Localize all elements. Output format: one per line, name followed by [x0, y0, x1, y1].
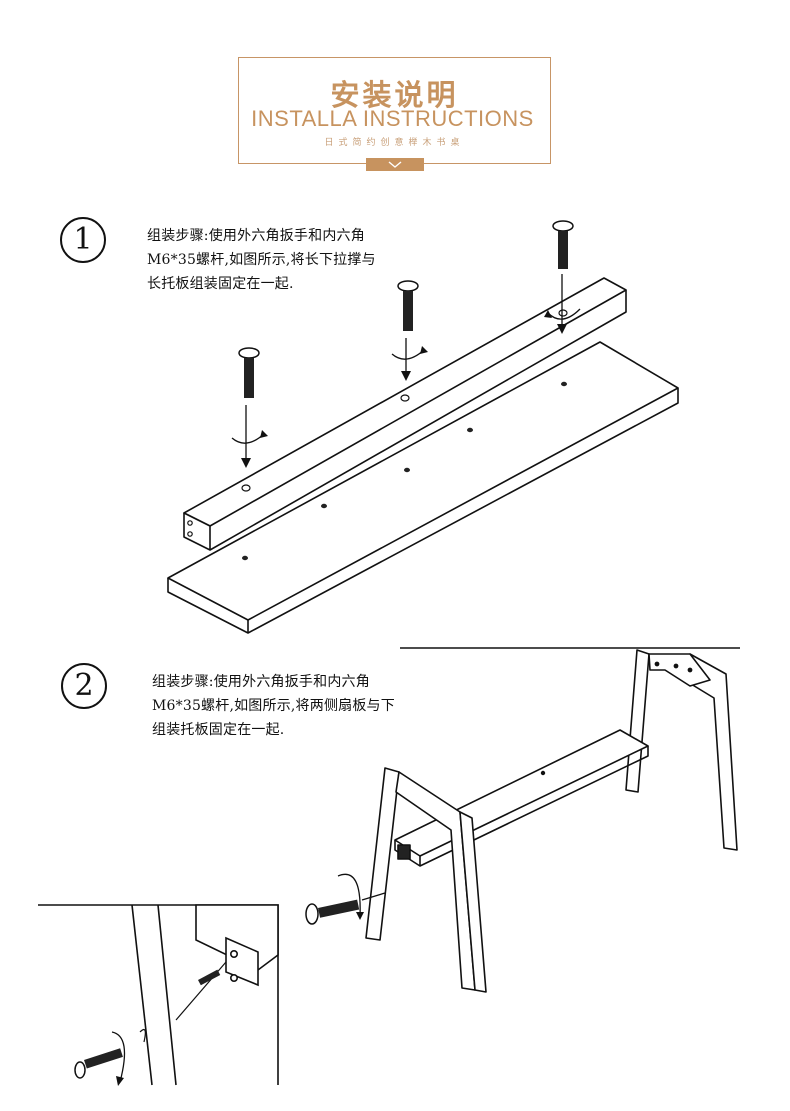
screw-middle — [391, 280, 428, 381]
step-2-number: 2 — [61, 663, 107, 709]
page-title: 安装说明 — [330, 78, 459, 112]
page-caption: 日式简约创意榉木书桌 — [324, 138, 465, 148]
chevron-down-icon — [388, 161, 402, 168]
detail-inset — [38, 904, 279, 1086]
header-box: 安装说明 INSTALLA INSTRUCTIONS 日式简约创意榉木书桌 — [238, 57, 551, 164]
step-1-line-1: 组装步骤:使用外六角扳手和内六角 — [147, 228, 365, 244]
screw-right — [544, 220, 581, 334]
front-side-panel — [365, 767, 487, 993]
header-tab — [366, 158, 424, 171]
step-1-illustration — [167, 220, 679, 634]
step-2-line-1: 组装步骤:使用外六角扳手和内六角 — [152, 674, 370, 690]
step-1-line-2: M6*35螺杆,如图所示,将长下拉撑与 — [147, 252, 376, 268]
step-2-text: 组装步骤:使用外六角扳手和内六角 M6*35螺杆,如图所示,将两侧扇板与下 组装… — [152, 670, 395, 742]
board-holes — [242, 381, 567, 561]
long-stretcher-bar — [183, 277, 627, 551]
step-2-line-2: M6*35螺杆,如图所示,将两侧扇板与下 — [152, 698, 395, 714]
page-subtitle: INSTALLA INSTRUCTIONS — [251, 106, 534, 131]
long-board — [167, 341, 679, 634]
screw-left — [231, 347, 268, 468]
step-1-line-3: 长托板组装固定在一起. — [147, 276, 294, 292]
step-2-line-3: 组装托板固定在一起. — [152, 722, 285, 738]
step-1-text: 组装步骤:使用外六角扳手和内六角 M6*35螺杆,如图所示,将长下拉撑与 长托板… — [147, 224, 376, 296]
screw-side — [305, 873, 386, 925]
step-1-number: 1 — [60, 217, 106, 263]
detail-screw — [74, 969, 221, 1086]
back-side-panel — [625, 649, 738, 851]
step-2-illustration — [38, 647, 740, 1086]
